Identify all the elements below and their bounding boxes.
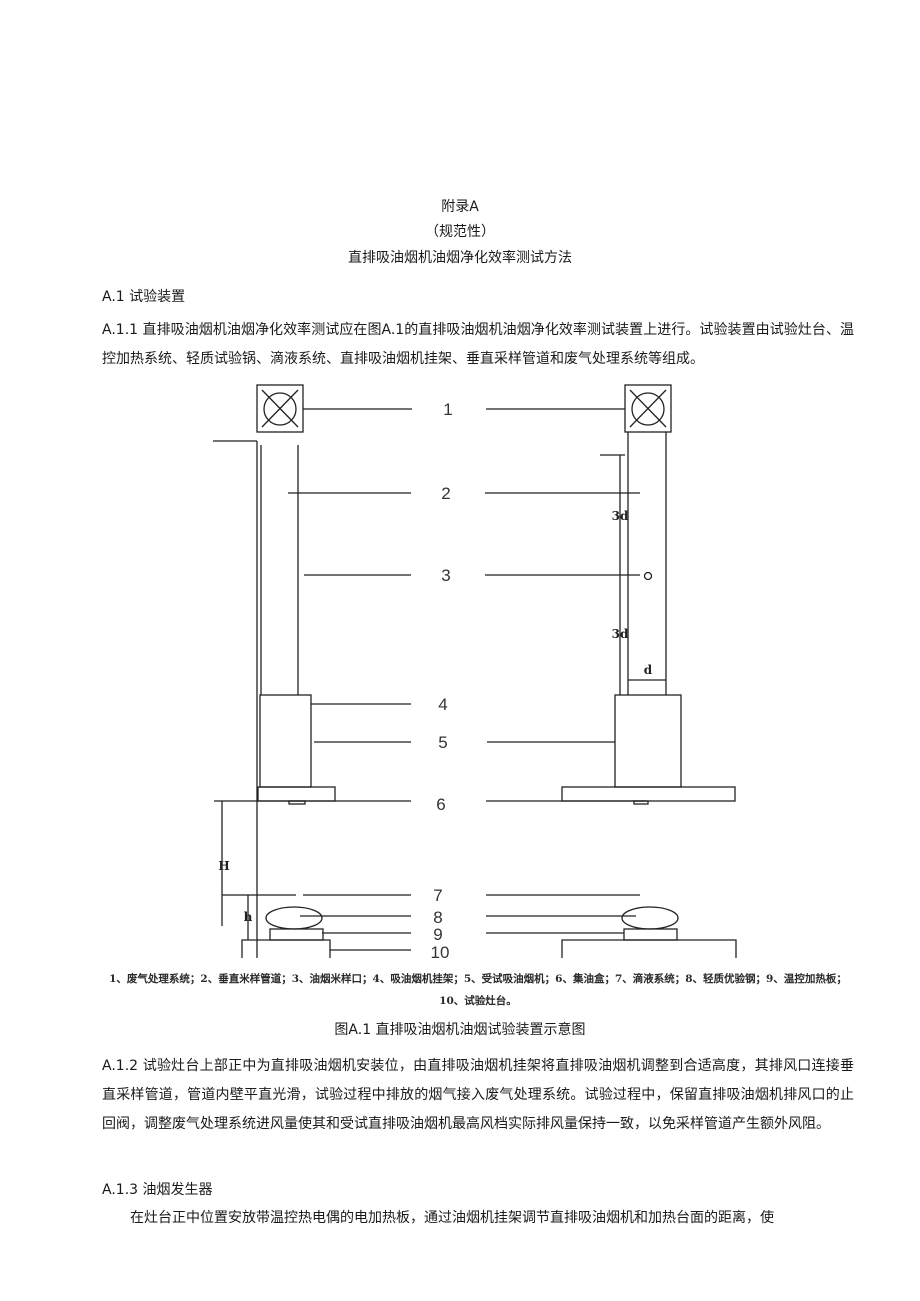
- pot-right: [621, 906, 679, 930]
- label-9: 9: [433, 925, 442, 944]
- label-4: 4: [438, 695, 447, 714]
- pot-left: [265, 906, 323, 930]
- paragraph-a11: A.1.1 直排吸油烟机油烟净化效率测试应在图A.1的直排吸油烟机油烟净化效率测…: [102, 322, 854, 367]
- label-2: 2: [441, 484, 450, 503]
- stove-right: [561, 939, 737, 958]
- section-heading-a13: A.1.3 油烟发生器: [102, 1182, 213, 1198]
- label-6: 6: [436, 795, 445, 814]
- dim-h: h: [244, 910, 253, 924]
- label-5: 5: [438, 733, 447, 752]
- exhaust-circle-left: [263, 392, 297, 426]
- appendix-title: 附录A: [441, 199, 479, 215]
- hood-body-left: [259, 694, 312, 788]
- sampling-port-right: [643, 571, 653, 581]
- exhaust-x-left-2: [261, 389, 299, 428]
- hood-body-right: [614, 694, 682, 788]
- label-1: 1: [443, 400, 452, 419]
- heating-plate-left: [269, 928, 324, 941]
- stove-left: [241, 939, 331, 958]
- appendix-nature: （规范性）: [425, 224, 495, 240]
- hood-base-left: [257, 786, 336, 802]
- label-10: 10: [431, 943, 450, 962]
- label-7: 7: [433, 886, 442, 905]
- dim-d: d: [644, 663, 653, 677]
- exhaust-x-right-2: [629, 389, 667, 428]
- exhaust-circle-right: [631, 392, 665, 426]
- dim-H: H: [218, 859, 229, 873]
- dim-3d-upper: 3d: [612, 509, 629, 523]
- heating-plate-right: [623, 928, 678, 941]
- label-8: 8: [433, 908, 442, 927]
- label-3: 3: [441, 566, 450, 585]
- section-heading-a1: A.1 试验装置: [102, 289, 186, 305]
- paragraph-a13: 在灶台正中位置安放带温控热电偶的电加热板，通过油烟机挂架调节直排吸油烟机和加热台…: [130, 1210, 774, 1226]
- dim-3d-lower: 3d: [612, 627, 629, 641]
- appendix-subtitle: 直排吸油烟机油烟净化效率测试方法: [348, 250, 572, 266]
- hood-base-right: [561, 786, 736, 802]
- paragraph-a12: A.1.2 试验灶台上部正中为直排吸油烟机安装位，由直排吸油烟机挂架将直排吸油烟…: [102, 1058, 854, 1132]
- figure-legend: 1、废气处理系统；2、垂直米样管道；3、油烟米样口；4、吸油烟机挂架；5、受试吸…: [109, 973, 847, 1007]
- figure-caption: 图A.1 直排吸油烟机油烟试验装置示意图: [334, 1022, 586, 1038]
